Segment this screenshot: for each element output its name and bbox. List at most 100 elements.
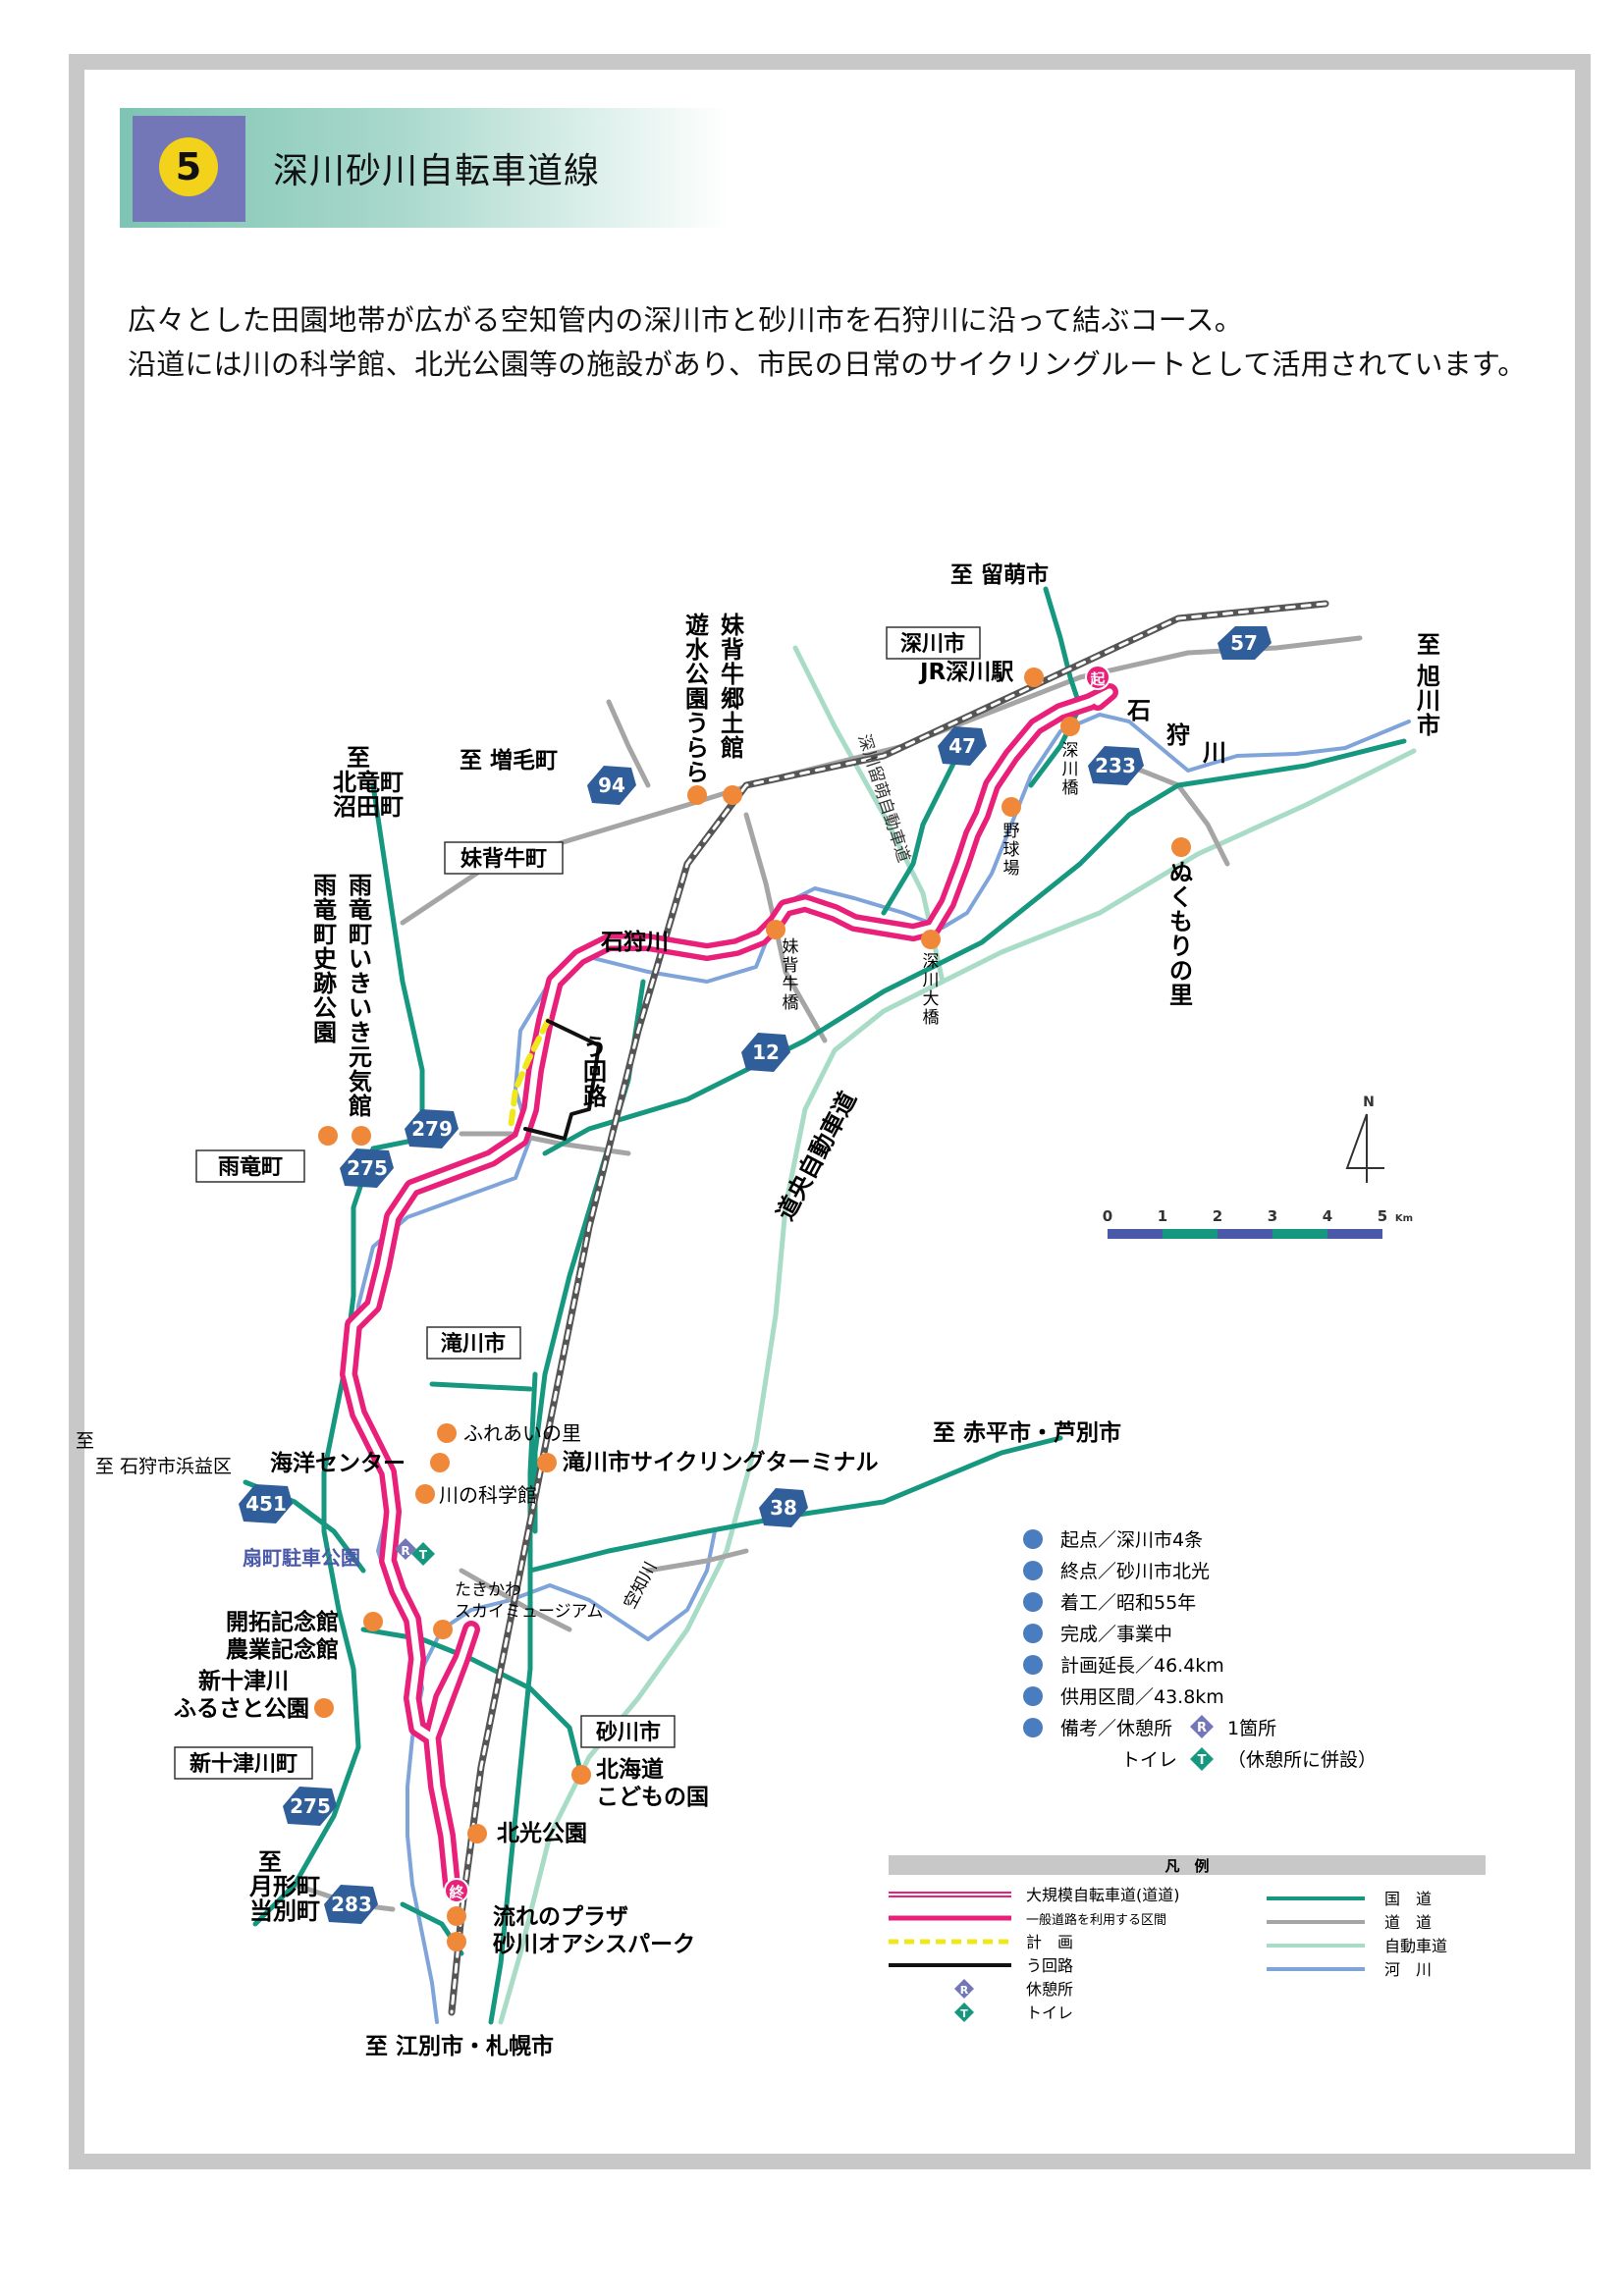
- road-shield-279: 279: [405, 1109, 459, 1148]
- svg-text:町: 町: [349, 921, 372, 948]
- svg-text:5: 5: [1378, 1207, 1387, 1225]
- info-open-length: 供用区間／43.8km: [1060, 1686, 1224, 1708]
- svg-text:R: R: [1197, 1721, 1207, 1735]
- label-kaiyo: 海洋センター: [270, 1450, 406, 1476]
- info-complete: 完成／事業中: [1060, 1624, 1172, 1645]
- svg-text:大: 大: [923, 989, 940, 1009]
- svg-text:橋: 橋: [783, 993, 799, 1013]
- svg-text:館: 館: [349, 1093, 372, 1120]
- legend-prefectural: 道 道: [1384, 1913, 1432, 1932]
- svg-text:北竜町: 北竜町: [333, 769, 404, 796]
- label-terminal: 滝川市サイクリングターミナル: [563, 1449, 879, 1475]
- label-sky-2: スカイミュージアム: [455, 1602, 603, 1622]
- poi-jr-fukagawa: [1024, 667, 1044, 687]
- legend-toilet: トイレ: [1026, 2003, 1073, 2022]
- svg-text:0: 0: [1103, 1207, 1112, 1225]
- svg-text:橋: 橋: [1062, 778, 1079, 798]
- info-rest-icon: [1190, 1715, 1214, 1738]
- poi-moseushi-kyodo: [723, 785, 742, 805]
- poi-oasis: [447, 1932, 466, 1951]
- poi-label-shiseki: 雨: [313, 872, 337, 899]
- route-title: 深川砂川自転車道線: [273, 151, 601, 191]
- municipality-sunagawa: 砂川市: [580, 1715, 676, 1748]
- road-shield-57: 57: [1218, 626, 1272, 660]
- svg-text:も: も: [1169, 908, 1193, 935]
- svg-text:57: 57: [1230, 631, 1258, 655]
- info-toilet: トイレ: [1121, 1749, 1177, 1771]
- svg-text:川: 川: [1062, 760, 1079, 779]
- svg-text:4: 4: [1323, 1207, 1332, 1225]
- svg-text:川: 川: [1417, 687, 1440, 715]
- label-kawa: 川の科学館: [439, 1483, 537, 1507]
- label-kodomo-1: 北海道: [596, 1756, 664, 1783]
- route-info: 起点／深川市4条 終点／砂川市北光 着工／昭和55年 完成／事業中 計画延長／4…: [1023, 1529, 1377, 1771]
- railway: [448, 600, 1329, 2016]
- label-oasis: 砂川オアシスパーク: [493, 1932, 695, 1957]
- direction-rumoi: 至 留萌市: [950, 561, 1049, 588]
- legend-expressway: 自動車道: [1384, 1937, 1447, 1955]
- start-marker: 起: [1085, 665, 1110, 690]
- label-hokko: 北光公園: [497, 1821, 587, 1846]
- svg-text:N: N: [1363, 1095, 1375, 1110]
- cycle-route: [340, 683, 1118, 1894]
- description-line-2: 沿道には川の科学館、北光公園等の施設があり、市民の日常のサイクリングルートとして…: [128, 347, 1527, 381]
- svg-text:園: 園: [685, 685, 709, 713]
- label-furusato-2: ふるさと公園: [174, 1696, 309, 1722]
- svg-text:背: 背: [783, 956, 799, 976]
- svg-text:ら: ら: [685, 734, 709, 762]
- label-kaitaku-2: 農業記念館: [226, 1636, 339, 1663]
- direction-hokuryu: 至: [347, 744, 370, 772]
- svg-text:の: の: [1169, 957, 1193, 985]
- poi-fukagawa-bridge: [1060, 717, 1080, 736]
- svg-text:路: 路: [583, 1083, 608, 1110]
- svg-text:川: 川: [1203, 739, 1226, 767]
- road-shield-47: 47: [938, 726, 987, 766]
- svg-text:283: 283: [331, 1893, 372, 1916]
- svg-text:牛: 牛: [721, 661, 744, 688]
- poi-label-nukumori: ぬ: [1169, 859, 1193, 886]
- poi-hokko: [467, 1824, 487, 1843]
- svg-text:新十津川町: 新十津川町: [189, 1751, 298, 1777]
- svg-text:き: き: [349, 1019, 372, 1046]
- north-arrow: N: [1345, 1095, 1384, 1183]
- svg-text:い: い: [349, 994, 372, 1022]
- poi-shiseki: [318, 1126, 338, 1146]
- direction-akabira: 至 赤平市・芦別市: [933, 1419, 1121, 1446]
- svg-text:月形町: 月形町: [248, 1873, 320, 1900]
- svg-text:47: 47: [948, 734, 976, 758]
- municipality-takikawa: 滝川市: [426, 1326, 521, 1360]
- label-fukagawa-bridge: 深: [1062, 741, 1079, 761]
- legend-title: 凡 例: [1164, 1857, 1209, 1875]
- legend-general: 一般道路を利用する区間: [1026, 1912, 1166, 1928]
- svg-text:12: 12: [752, 1041, 780, 1064]
- municipality-uryu: 雨竜町: [195, 1149, 305, 1183]
- svg-text:土: 土: [721, 710, 744, 737]
- poi-kodomo: [571, 1765, 591, 1785]
- road-shield-233: 233: [1088, 746, 1144, 785]
- scale-bar: 0 1 2 3 4 5 Km: [1103, 1207, 1413, 1239]
- direction-mashike: 至 増毛町: [460, 747, 558, 774]
- svg-text:川: 川: [923, 971, 940, 990]
- poi-sky: [433, 1620, 453, 1639]
- route-number-badge: 5: [159, 137, 218, 196]
- svg-text:り: り: [1169, 933, 1193, 960]
- river-label-ishikari: 石狩川: [600, 929, 669, 955]
- info-toilet-note: （休憩所に併設）: [1227, 1749, 1377, 1771]
- poi-kawa: [415, 1484, 435, 1504]
- svg-text:275: 275: [290, 1794, 331, 1818]
- svg-text:場: 場: [1003, 859, 1020, 879]
- svg-text:旭: 旭: [1416, 663, 1440, 690]
- svg-text:回: 回: [583, 1058, 607, 1086]
- svg-text:滝川市: 滝川市: [441, 1331, 506, 1357]
- info-end: 終点／砂川市北光: [1060, 1561, 1210, 1582]
- municipality-fukagawa: 深川市: [886, 626, 981, 660]
- label-baseball: 野: [1003, 822, 1020, 841]
- rest-area-icon: R: [395, 1538, 416, 1560]
- svg-text:233: 233: [1095, 754, 1136, 777]
- road-shield-275-south: 275: [283, 1787, 337, 1826]
- svg-text:3: 3: [1268, 1207, 1277, 1225]
- detour-route: [523, 1019, 601, 1141]
- svg-text:公: 公: [313, 994, 337, 1022]
